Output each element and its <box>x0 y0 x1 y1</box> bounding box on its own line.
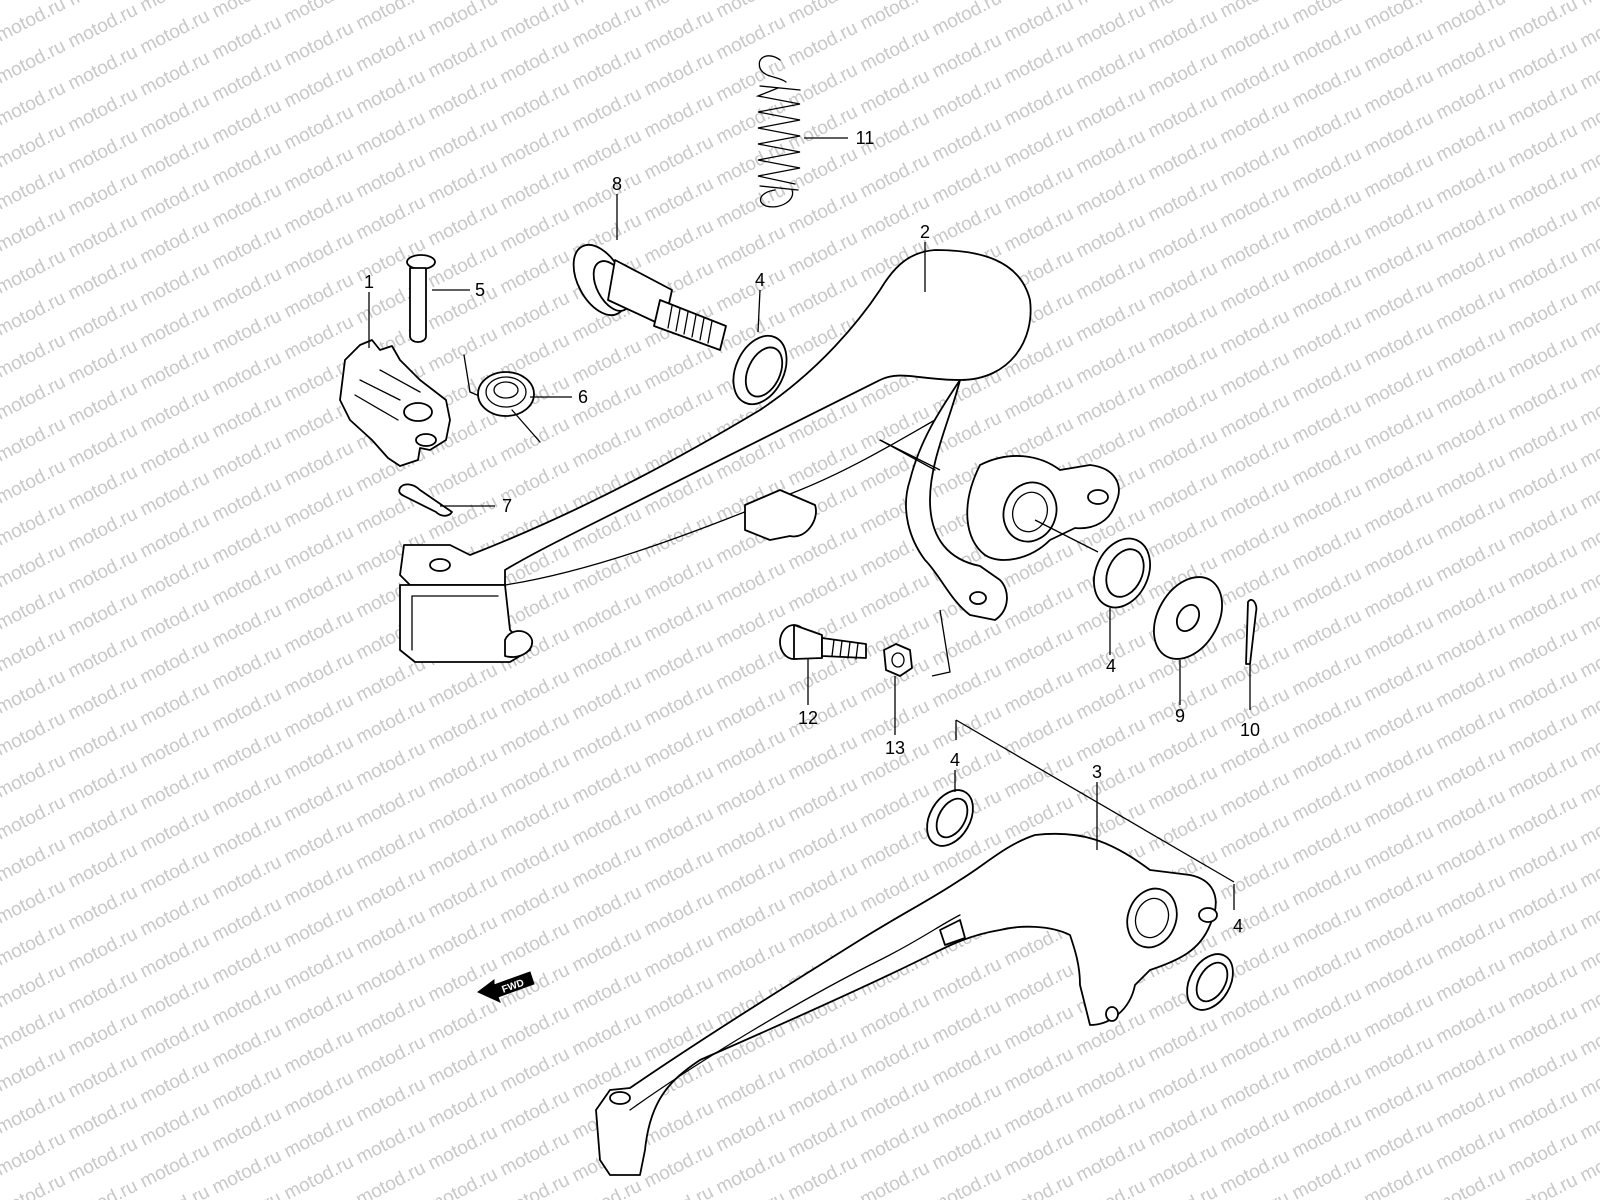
part-4-seal-right <box>1093 537 1151 609</box>
part-4-seal-upper-left <box>732 334 788 406</box>
callout-2: 2 <box>920 222 930 242</box>
part-1-bracket <box>339 339 451 467</box>
callout-8: 8 <box>612 174 622 194</box>
part-4-seal-lower-left <box>926 789 974 847</box>
callout-1: 1 <box>364 272 374 292</box>
callout-6: 6 <box>578 387 588 407</box>
leader-lines <box>368 137 1251 910</box>
part-7-cotter-pin <box>398 483 453 517</box>
callout-5: 5 <box>475 280 485 300</box>
part-3-brake-pedal-lower <box>595 832 1218 1176</box>
callout-4-upper-left: 4 <box>755 270 765 290</box>
part-12-bolt <box>779 624 867 660</box>
callout-7: 7 <box>502 496 512 516</box>
part-2-brake-pedal <box>399 249 1120 663</box>
callout-10: 10 <box>1240 720 1260 740</box>
callout-13: 13 <box>885 738 905 758</box>
callout-labels: 11 8 4 1 5 6 7 2 4 9 10 12 13 4 3 4 <box>364 128 1260 936</box>
callout-4-right: 4 <box>1106 656 1116 676</box>
part-5-clevis-pin <box>406 254 436 343</box>
part-13-nut <box>883 643 913 677</box>
part-11-return-spring <box>755 55 801 208</box>
part-6-torsion-spring <box>463 354 541 443</box>
callout-3: 3 <box>1092 762 1102 782</box>
callout-4-lower-right: 4 <box>1233 916 1243 936</box>
part-4-seal-lower-right <box>1186 953 1234 1011</box>
part-10-cotter-pin <box>1245 599 1258 665</box>
callout-4-lower-left: 4 <box>950 750 960 770</box>
callout-12: 12 <box>798 708 818 728</box>
part-9-washer <box>1153 576 1223 660</box>
callout-9: 9 <box>1175 706 1185 726</box>
watermark-text: motod.ru <box>1577 0 1600 10</box>
callout-11: 11 <box>856 128 875 148</box>
part-8-pivot-bolt <box>572 243 727 351</box>
